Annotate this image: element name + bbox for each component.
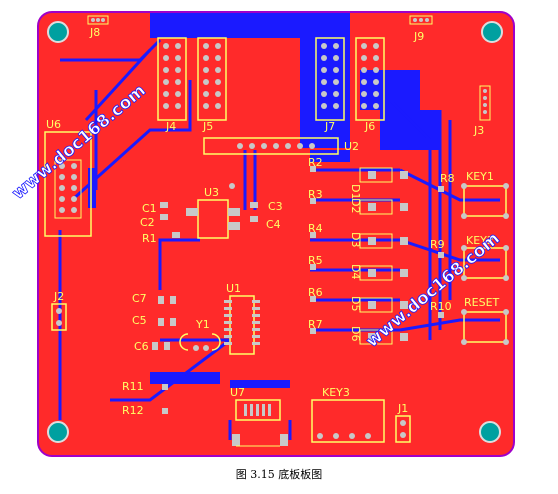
bottom-traces	[58, 38, 500, 440]
button-key3	[311, 399, 385, 443]
label-r8: R8	[440, 172, 455, 185]
label-u1: U1	[226, 282, 241, 295]
button-key1	[461, 183, 509, 219]
label-c4: C4	[266, 218, 281, 231]
mount-hole	[47, 21, 69, 43]
label-j9: J9	[413, 30, 424, 43]
label-r3: R3	[308, 188, 323, 201]
module-u6	[44, 131, 92, 237]
led-d3	[359, 233, 408, 249]
label-d3: D3	[349, 232, 362, 247]
label-y1: Y1	[195, 318, 210, 331]
header-j5	[197, 37, 227, 121]
label-c6: C6	[134, 340, 149, 353]
mounting-holes	[47, 21, 503, 443]
chip-u1	[224, 295, 260, 355]
label-j5: J5	[202, 120, 213, 133]
connector-j8	[87, 15, 109, 25]
button-key2	[461, 245, 509, 281]
button-reset	[461, 309, 509, 345]
label-r5: R5	[308, 254, 323, 267]
label-u2: U2	[344, 140, 359, 153]
header-j6	[355, 37, 385, 121]
mount-hole	[479, 421, 501, 443]
led-d1	[359, 167, 408, 183]
chip-u2	[203, 137, 339, 155]
label-j4: J4	[165, 120, 176, 133]
led-d2	[359, 199, 408, 215]
label-u6: U6	[46, 118, 61, 131]
label-r2: R2	[308, 156, 323, 169]
header-j7	[315, 37, 345, 121]
led-d5	[359, 297, 408, 313]
label-c1: C1	[142, 202, 157, 215]
resistor-r11-r12	[162, 384, 168, 414]
label-j2: J2	[53, 290, 64, 303]
label-u7: U7	[230, 386, 245, 399]
label-key3: KEY3	[322, 386, 350, 399]
board-outline	[37, 11, 515, 457]
label-r1: R1	[142, 232, 157, 245]
crystal-y1	[179, 333, 221, 351]
connector-u7	[232, 399, 288, 447]
label-j6: J6	[364, 120, 375, 133]
label-key2: KEY2	[466, 234, 494, 247]
label-r10: R10	[430, 300, 452, 313]
label-r4: R4	[308, 222, 323, 235]
connector-j9	[409, 15, 433, 25]
label-c3: C3	[268, 200, 283, 213]
label-c7: C7	[132, 292, 147, 305]
label-r9: R9	[430, 238, 445, 251]
label-j3: J3	[473, 124, 484, 137]
connector-j1	[395, 415, 411, 443]
label-r6: R6	[308, 286, 323, 299]
led-d6	[359, 329, 408, 345]
resistor-pads	[310, 166, 444, 334]
label-d4: D4	[349, 264, 362, 279]
label-r11: R11	[122, 380, 144, 393]
mount-hole	[481, 21, 503, 43]
label-reset: RESET	[464, 296, 500, 309]
header-j4	[157, 37, 187, 121]
connector-j2	[51, 303, 67, 331]
label-r7: R7	[308, 318, 323, 331]
label-c5: C5	[132, 314, 147, 327]
label-d1: D1	[349, 184, 362, 199]
label-u3: U3	[204, 186, 219, 199]
label-d6: D6	[349, 326, 362, 341]
label-r12: R12	[122, 404, 144, 417]
label-key1: KEY1	[466, 170, 494, 183]
board	[38, 12, 514, 456]
mount-hole	[47, 421, 69, 443]
label-d5: D5	[349, 296, 362, 311]
label-j8: J8	[89, 26, 100, 39]
capacitor-pads	[152, 202, 258, 350]
connector-j3	[479, 85, 491, 121]
label-d2: D2	[349, 198, 362, 213]
label-c2: C2	[140, 216, 155, 229]
silkscreen-labels: J8 J9 J4 J5 J7 J6 J3 U6 U2 U3 C1 C2 R1 C…	[46, 26, 500, 417]
chip-u3	[186, 183, 240, 239]
label-j7: J7	[324, 120, 335, 133]
led-d4	[359, 265, 408, 281]
figure-caption: 图 3.15 底板板图	[235, 468, 323, 481]
label-j1: J1	[397, 402, 408, 415]
